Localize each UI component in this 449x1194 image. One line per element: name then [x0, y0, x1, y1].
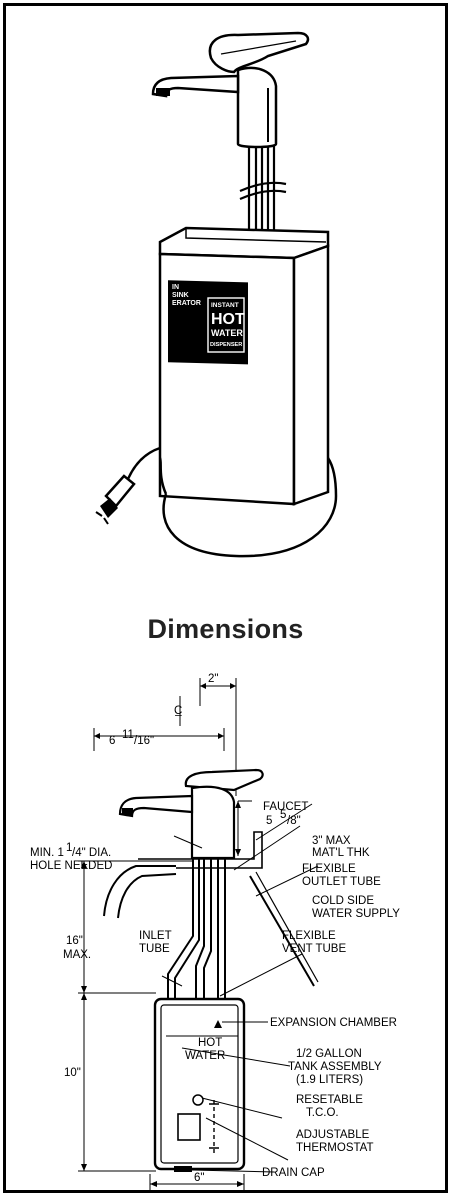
- power-cord: [124, 446, 161, 485]
- label-callouts-expansion: EXPANSION CHAMBER: [270, 1017, 397, 1029]
- label-dimensions-tube_clearance_2: MAX.: [63, 949, 91, 961]
- brand-badge: IN SINK ERATOR INSTANT HOT WATER DISPENS…: [168, 280, 248, 365]
- label-callouts-inlet_1: INLET: [139, 930, 172, 942]
- label-dimensions-tank_width: 6": [194, 1172, 204, 1184]
- label-dimensions-faucet_label: FAUCET: [263, 801, 308, 813]
- label-callouts-tank_3: (1.9 LITERS): [296, 1074, 363, 1086]
- section-title: Dimensions: [147, 614, 304, 644]
- label-dimensions-reach_main: 6: [109, 735, 115, 747]
- label-badge-brand_line2: SINK: [172, 292, 189, 299]
- label-dimensions-tank_height: 10": [64, 1067, 81, 1079]
- label-dimensions-faucet_height_main: 5: [266, 815, 272, 827]
- label-badge-brand_line1: IN: [172, 284, 179, 291]
- label-callouts-cold_supply_2: WATER SUPPLY: [312, 908, 400, 920]
- faucet-body: [236, 66, 278, 149]
- label-dimensions-spout_offset: 2": [208, 673, 218, 685]
- label-dimensions-max_thickness_1: 3" MAX: [312, 835, 351, 847]
- label-dimensions-reach_sup: 11: [122, 729, 134, 741]
- label-callouts-tco_2: T.C.O.: [306, 1107, 339, 1119]
- label-dimensions-hole_1: MIN. 1: [30, 847, 64, 859]
- diagram-frame: IN SINK ERATOR INSTANT HOT WATER DISPENS…: [3, 3, 448, 1193]
- label-dimensions-faucet_height_sup: 5: [280, 809, 286, 821]
- label-badge-product_line4: DISPENSER: [210, 342, 242, 348]
- tank-box-side: [292, 244, 330, 506]
- label-dimensions-tube_clearance_1: 16": [66, 935, 83, 947]
- product-illustration: IN SINK ERATOR INSTANT HOT WATER DISPENS…: [95, 31, 338, 558]
- label-callouts-drain: DRAIN CAP: [262, 1167, 325, 1179]
- label-callouts-hot_2: WATER: [185, 1050, 225, 1062]
- label-callouts-tank_2: TANK ASSEMBLY: [288, 1061, 382, 1073]
- label-callouts-inlet_2: TUBE: [139, 943, 170, 955]
- label-badge-brand_line3: ERATOR: [172, 300, 201, 307]
- label-callouts-tank_1: 1/2 GALLON: [296, 1048, 362, 1060]
- label-callouts-tco_1: RESETABLE: [296, 1094, 363, 1106]
- label-callouts-hot_1: HOT: [198, 1037, 222, 1049]
- power-plug: [95, 474, 136, 525]
- label-badge-product_line2: HOT: [211, 311, 245, 328]
- label-dimensions-hole_rest: /4" DIA.: [72, 847, 111, 859]
- label-callouts-thermostat_1: ADJUSTABLE: [296, 1129, 370, 1141]
- faucet-handle: [208, 31, 310, 74]
- label-dimensions-faucet_height_rest: /8": [287, 815, 301, 827]
- label-dimensions-reach_rest: /16": [134, 735, 154, 747]
- label-dimensions-hole_sup: 1: [66, 842, 72, 854]
- label-dimensions-max_thickness_2: MAT'L THK: [312, 847, 370, 859]
- label-badge-product_line3: WATER: [211, 328, 243, 338]
- label-callouts-thermostat_2: THERMOSTAT: [296, 1142, 374, 1154]
- label-callouts-flexible_outlet_2: OUTLET TUBE: [302, 876, 381, 888]
- label-dimensions-hole_2: HOLE NEEDED: [30, 860, 112, 872]
- tank-box-top: [158, 226, 330, 260]
- label-dimensions-centerline_symbol: C̲: [174, 705, 182, 717]
- label-callouts-vent_1: FLEXIBLE: [282, 930, 336, 942]
- label-callouts-cold_supply_1: COLD SIDE: [312, 895, 374, 907]
- label-badge-product_line1: INSTANT: [211, 302, 239, 309]
- label-callouts-flexible_outlet_1: FLEXIBLE: [302, 863, 356, 875]
- label-callouts-vent_2: VENT TUBE: [282, 943, 346, 955]
